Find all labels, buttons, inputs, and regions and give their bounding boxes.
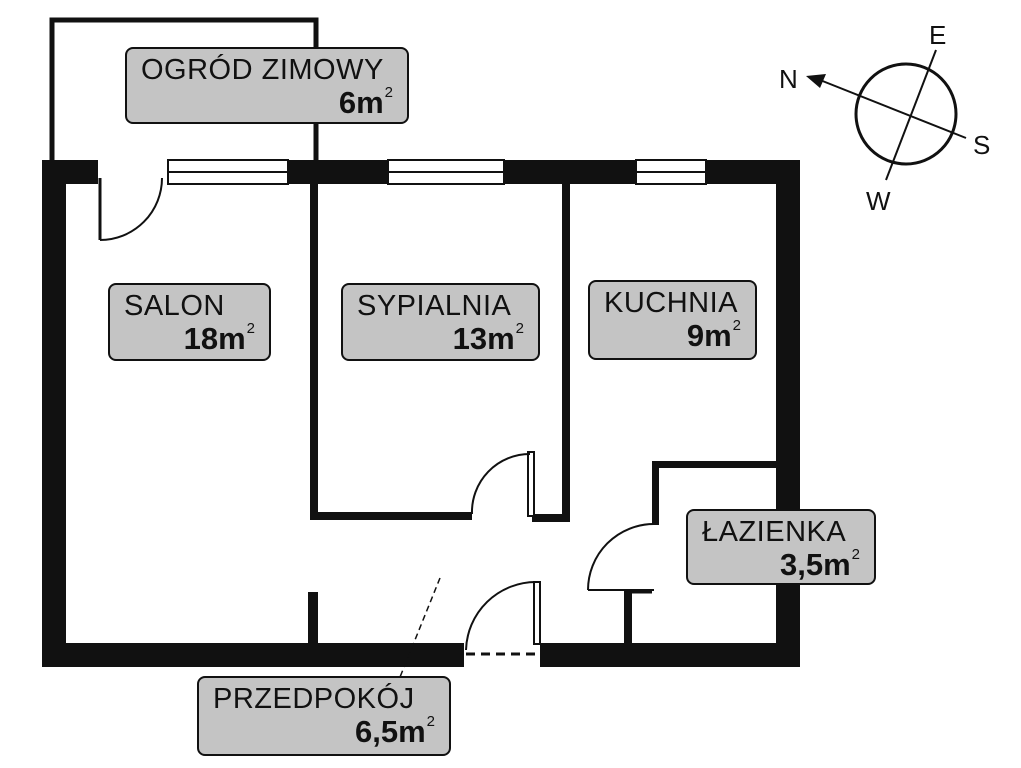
room-name: SALON xyxy=(124,290,225,322)
room-area: 3,5m2 xyxy=(779,546,860,583)
wall-bathroom-left-lower xyxy=(624,592,632,644)
room-label-przedpokoj: PRZEDPOKÓJ 6,5m2 xyxy=(197,676,451,756)
window-sypialnia xyxy=(387,159,505,185)
compass-circle xyxy=(854,62,958,166)
room-name: KUCHNIA xyxy=(604,287,739,319)
wall-bathroom-left-upper xyxy=(652,461,659,525)
outer-wall-bottom-left xyxy=(42,643,464,667)
compass-ns-line xyxy=(819,79,967,139)
room-area: 6,5m2 xyxy=(354,713,435,750)
compass-ew-line xyxy=(885,49,937,181)
wall-salon-sypialnia-upper xyxy=(310,184,318,520)
wall-sypialnia-bottom xyxy=(310,512,472,520)
room-label-kuchnia: KUCHNIA 9m2 xyxy=(588,280,757,360)
outer-wall-top-mid-2 xyxy=(504,160,636,184)
wall-sypialnia-bottom-right xyxy=(532,514,570,522)
compass-w-label: W xyxy=(866,186,891,216)
hallway-leader-line xyxy=(397,577,441,683)
outer-wall-left xyxy=(42,160,66,667)
room-label-sypialnia: SYPIALNIA 13m2 xyxy=(341,283,540,361)
outer-wall-right xyxy=(776,160,800,667)
room-name: SYPIALNIA xyxy=(357,290,512,322)
door-entrance xyxy=(465,581,541,656)
window-kuchnia xyxy=(635,159,707,185)
outer-wall-top-mid-1 xyxy=(288,160,388,184)
room-label-salon: SALON 18m2 xyxy=(108,283,271,361)
compass-rose xyxy=(806,49,967,181)
room-area: 13m2 xyxy=(452,320,524,357)
compass-north-arrow xyxy=(806,74,826,88)
room-label-lazienka: ŁAZIENKA 3,5m2 xyxy=(686,509,876,585)
door-lazienka xyxy=(587,523,655,591)
room-area: 9m2 xyxy=(686,317,741,354)
door-winter-garden xyxy=(98,177,163,241)
room-area: 6m2 xyxy=(338,84,393,121)
window-salon xyxy=(167,159,289,185)
compass-n-label: N xyxy=(779,64,798,94)
door-sypialnia xyxy=(470,451,535,517)
wall-bathroom-top xyxy=(652,461,780,468)
wall-salon-sypialnia-lower xyxy=(308,592,318,644)
room-name: PRZEDPOKÓJ xyxy=(213,683,415,715)
outer-wall-bottom-right xyxy=(540,643,800,667)
room-area: 18m2 xyxy=(183,320,255,357)
room-name: ŁAZIENKA xyxy=(702,516,847,548)
compass-e-label: E xyxy=(929,20,947,50)
compass-s-label: S xyxy=(973,130,991,160)
room-label-ogrod-zimowy: OGRÓD ZIMOWY 6m2 xyxy=(125,47,409,124)
wall-sypialnia-kuchnia xyxy=(562,184,570,522)
room-name: OGRÓD ZIMOWY xyxy=(141,54,384,86)
